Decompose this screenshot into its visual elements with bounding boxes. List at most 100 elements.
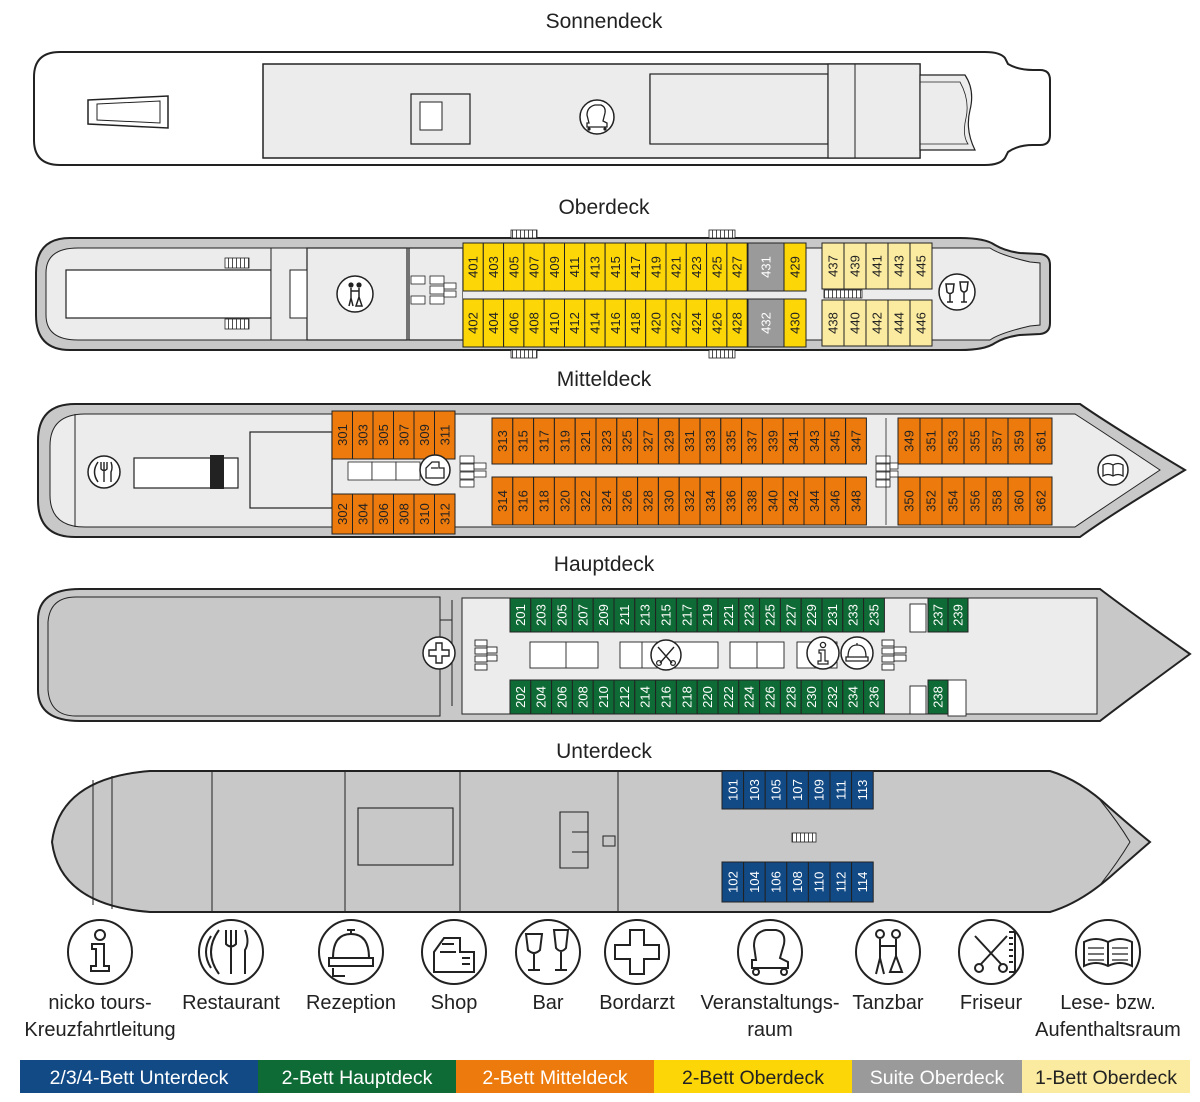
cabin-number: 210 bbox=[596, 686, 611, 708]
cabin-429: 429 bbox=[783, 242, 807, 292]
cabin-number: 408 bbox=[527, 312, 542, 334]
cabin-420: 420 bbox=[645, 298, 667, 348]
cabin-number: 222 bbox=[721, 686, 736, 708]
cabin-406: 406 bbox=[503, 298, 525, 348]
cabin-416: 416 bbox=[604, 298, 626, 348]
cabin-101: 101 bbox=[721, 770, 745, 810]
cabin-number: 227 bbox=[783, 604, 798, 626]
cabin-234: 234 bbox=[842, 679, 865, 715]
cabin-314: 314 bbox=[491, 476, 514, 526]
legend-item-reception-bell: Rezeption bbox=[306, 919, 396, 1014]
cabin-number: 412 bbox=[567, 312, 582, 334]
cabin-number: 221 bbox=[721, 604, 736, 626]
cabin-107: 107 bbox=[786, 770, 809, 810]
cabin-216: 216 bbox=[655, 679, 677, 715]
cabin-number: 336 bbox=[724, 490, 739, 512]
reception-bell-icon bbox=[840, 636, 874, 670]
cabin-425: 425 bbox=[706, 242, 728, 292]
cabin-number: 223 bbox=[742, 604, 757, 626]
cabin-number: 405 bbox=[506, 256, 521, 278]
cabin-219: 219 bbox=[696, 597, 719, 633]
cabin-422: 422 bbox=[665, 298, 687, 348]
cabin-347: 347 bbox=[845, 417, 867, 465]
cabin-number: 307 bbox=[396, 424, 411, 446]
cabin-352: 352 bbox=[919, 476, 943, 526]
cabin-number: 329 bbox=[661, 430, 676, 452]
cabin-number: 214 bbox=[638, 686, 653, 708]
cabin-number: 236 bbox=[867, 686, 882, 708]
cabin-111: 111 bbox=[829, 770, 853, 810]
dancing-couple-icon bbox=[336, 275, 374, 313]
cabin-204: 204 bbox=[530, 679, 553, 715]
cabin-355: 355 bbox=[963, 417, 987, 465]
cabin-224: 224 bbox=[738, 679, 761, 715]
cabin-number: 351 bbox=[924, 430, 939, 452]
cabin-number: 215 bbox=[659, 604, 674, 626]
cabin-310: 310 bbox=[413, 493, 435, 535]
cabin-311: 311 bbox=[434, 410, 456, 460]
cabin-341: 341 bbox=[782, 417, 805, 465]
cabin-number: 232 bbox=[825, 686, 840, 708]
cabin-217: 217 bbox=[675, 597, 698, 633]
cabin-number: 212 bbox=[617, 686, 632, 708]
cabin-number: 432 bbox=[759, 312, 774, 334]
cabin-319: 319 bbox=[553, 417, 576, 465]
deck-title-mitteldeck: Mitteldeck bbox=[557, 368, 652, 391]
cabin-number: 409 bbox=[547, 256, 562, 278]
cabin-number: 205 bbox=[555, 604, 570, 626]
cabin-415: 415 bbox=[604, 242, 626, 292]
cabin-432: 432 bbox=[747, 298, 785, 348]
category-key-item: 2-Bett Mitteldeck bbox=[456, 1060, 654, 1093]
restaurant-icon bbox=[198, 919, 264, 985]
cabin-number: 301 bbox=[335, 424, 350, 446]
cabin-number: 429 bbox=[788, 256, 803, 278]
cabin-351: 351 bbox=[919, 417, 943, 465]
cabin-number: 105 bbox=[769, 779, 784, 801]
cabin-number: 239 bbox=[951, 604, 966, 626]
cabin-number: 342 bbox=[786, 490, 801, 512]
cabin-114: 114 bbox=[851, 861, 874, 903]
cabin-309: 309 bbox=[413, 410, 435, 460]
cabin-307: 307 bbox=[393, 410, 415, 460]
cabin-218: 218 bbox=[675, 679, 698, 715]
cabin-231: 231 bbox=[821, 597, 844, 633]
cabin-443: 443 bbox=[887, 242, 911, 290]
cabin-410: 410 bbox=[543, 298, 566, 348]
legend-item-open-book: Lese- bzw.Aufenthaltsraum bbox=[1035, 919, 1181, 1041]
cabin-413: 413 bbox=[584, 242, 606, 292]
cabin-223: 223 bbox=[738, 597, 761, 633]
cabin-number: 229 bbox=[804, 604, 819, 626]
cabin-346: 346 bbox=[824, 476, 847, 526]
cabin-number: 238 bbox=[931, 686, 946, 708]
cabin-353: 353 bbox=[941, 417, 965, 465]
cabin-437: 437 bbox=[821, 242, 845, 290]
category-key-label: 2-Bett Hauptdeck bbox=[282, 1067, 433, 1089]
legend-item-armchair: Veranstaltungs-raum bbox=[701, 919, 839, 1041]
cabin-number: 339 bbox=[765, 430, 780, 452]
cabin-number: 440 bbox=[848, 312, 863, 334]
cabin-number: 356 bbox=[968, 490, 983, 512]
cabin-number: 445 bbox=[914, 255, 929, 277]
cabin-number: 234 bbox=[846, 686, 861, 708]
cabin-number: 414 bbox=[587, 312, 602, 334]
cabin-207: 207 bbox=[571, 597, 594, 633]
category-key-item: Suite Oberdeck bbox=[852, 1060, 1022, 1093]
cabin-number: 335 bbox=[724, 430, 739, 452]
cabin-337: 337 bbox=[741, 417, 763, 465]
legend-label: Tanzbar bbox=[852, 992, 923, 1014]
cabin-215: 215 bbox=[655, 597, 677, 633]
cabin-number: 114 bbox=[855, 872, 870, 893]
legend-label: Shop bbox=[431, 992, 478, 1014]
cabin-number: 315 bbox=[516, 430, 531, 452]
cabin-225: 225 bbox=[759, 597, 781, 633]
cabin-343: 343 bbox=[803, 417, 826, 465]
cabin-number: 228 bbox=[783, 686, 798, 708]
cabin-211: 211 bbox=[613, 597, 636, 633]
cabin-number: 113 bbox=[855, 780, 870, 801]
cabin-number: 109 bbox=[812, 779, 827, 801]
cabin-number: 410 bbox=[547, 312, 562, 334]
legend-item-dancing-couple: Tanzbar bbox=[852, 919, 924, 1014]
